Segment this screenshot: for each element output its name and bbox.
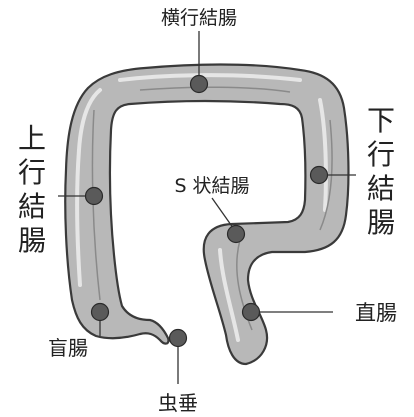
label-cecum: 盲腸: [48, 336, 88, 360]
label-ascending-colon: 上行結腸: [18, 122, 46, 257]
colon-illustration: [65, 65, 348, 365]
label-descending-colon: 下行結腸: [367, 104, 395, 239]
label-appendix: 虫垂: [158, 391, 198, 415]
marker-cecum: [92, 304, 109, 321]
marker-ascending: [86, 188, 103, 205]
label-transverse-colon: 横行結腸: [161, 7, 237, 29]
marker-descending: [311, 167, 328, 184]
marker-sigmoid: [228, 226, 245, 243]
colon-shape: [65, 65, 348, 365]
label-sigmoid-colon: S 状結腸: [174, 175, 249, 197]
marker-appendix: [170, 330, 187, 347]
marker-transverse: [191, 76, 208, 93]
marker-rectum: [243, 304, 260, 321]
colon-inner-fold: [92, 87, 332, 330]
label-rectum: 直腸: [355, 301, 397, 325]
